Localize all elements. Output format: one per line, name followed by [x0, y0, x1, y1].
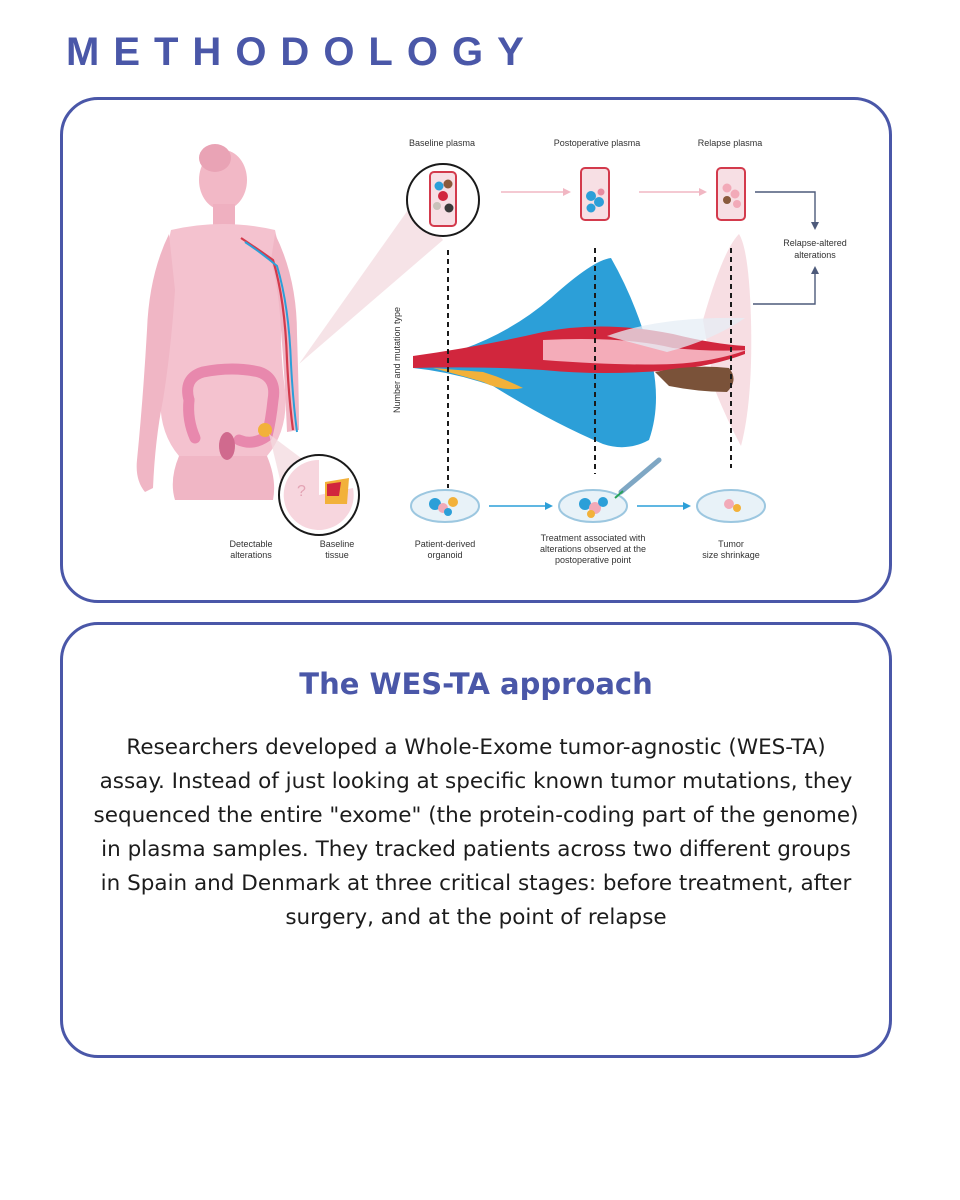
detectable-label-line2: alterations — [230, 550, 272, 560]
unknown-alteration-mark: ? — [297, 483, 306, 500]
methodology-figure-panel: ? Baseline plasma Postoperative plasma R… — [60, 97, 892, 603]
human-body-illustration — [136, 144, 299, 500]
tumor-label-line1: Tumor — [718, 539, 744, 549]
relapse-arrow-up — [811, 266, 819, 274]
approach-description: Researchers developed a Whole-Exome tumo… — [93, 735, 859, 930]
clonal-evolution-streams — [413, 234, 752, 448]
dish-arrows — [489, 502, 691, 510]
relapse-label-line1: Relapse-altered — [783, 238, 847, 248]
tissue-zoom-circle: ? — [278, 454, 360, 536]
approach-panel: The WES-TA approach Researchers develope… — [60, 622, 892, 1058]
treatment-label-line3: postoperative point — [555, 555, 632, 565]
organoid-label-line2: organoid — [427, 550, 462, 560]
relapse-bracket — [753, 191, 816, 305]
stage-label-postoperative: Postoperative plasma — [554, 138, 641, 148]
timepoint-lines — [447, 248, 732, 488]
postoperative-plasma-tube — [580, 167, 610, 221]
approach-title: The WES-TA approach — [299, 667, 653, 701]
organoid-dish-2 — [558, 489, 628, 523]
relapse-label-line2: alterations — [794, 250, 836, 260]
page-heading: METHODOLOGY — [66, 30, 538, 74]
baseline-tissue-label-line2: tissue — [325, 550, 349, 560]
relapse-arrow-down — [811, 222, 819, 230]
treatment-label-line1: Treatment associated with — [541, 533, 646, 543]
treatment-label-line2: alterations observed at the — [540, 544, 646, 554]
syringe-icon — [614, 457, 662, 499]
baseline-plasma-tube — [406, 163, 480, 237]
baseline-tissue-label-line1: Baseline — [320, 539, 355, 549]
organoid-label-line1: Patient-derived — [415, 539, 476, 549]
relapse-plasma-tube — [716, 167, 746, 221]
detectable-label-line1: Detectable — [229, 539, 272, 549]
plasma-zoom-cone — [299, 200, 443, 364]
tumor-label-line2: size shrinkage — [702, 550, 760, 560]
stage-label-relapse: Relapse plasma — [698, 138, 763, 148]
tube-arrows — [501, 188, 707, 196]
organoid-dish-3 — [696, 489, 766, 523]
stage-label-baseline: Baseline plasma — [409, 138, 475, 148]
organoid-dish-1 — [410, 489, 480, 523]
y-axis-label: Number and mutation type — [392, 307, 402, 413]
methodology-diagram: ? Baseline plasma Postoperative plasma R… — [136, 138, 847, 565]
